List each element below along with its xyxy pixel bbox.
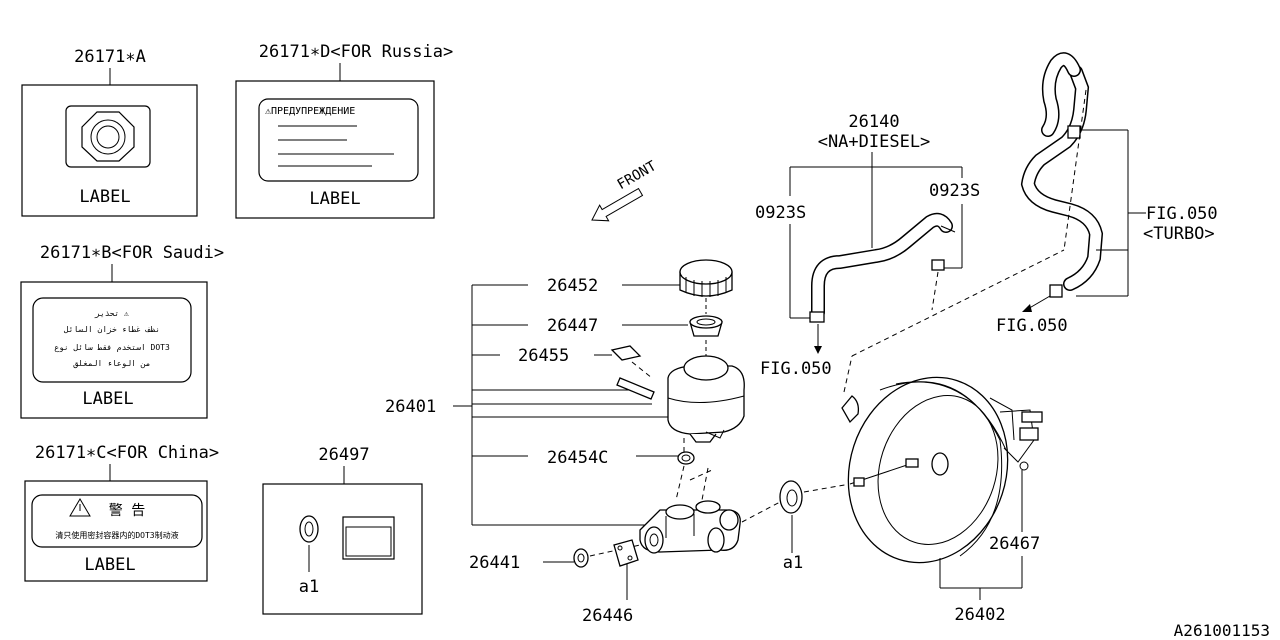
booster-seal-ring[interactable] (779, 480, 803, 514)
cylinder-gasket[interactable] (613, 539, 639, 567)
master-cylinder[interactable] (639, 500, 741, 554)
label-d-part-number: 26171∗D<FOR Russia> (259, 42, 453, 62)
clip-0923s-left[interactable]: 0923S (755, 203, 806, 223)
label-c-small-text: 清只使用密封容器内的DOT3制动液 (55, 530, 178, 540)
part-26441[interactable]: 26441 (469, 553, 520, 573)
front-label: FRONT (615, 158, 660, 193)
fig-050-turbo[interactable]: FIG.050 (1146, 204, 1218, 224)
fig-050-na-diesel[interactable]: FIG.050 (760, 359, 832, 379)
label-b-line-1: تحذير ⚠ (94, 309, 129, 318)
clip-0923s-right[interactable]: 0923S (929, 181, 980, 201)
part-26446[interactable]: 26446 (582, 606, 633, 626)
part-26467[interactable]: 26467 (989, 534, 1040, 554)
fluid-reservoir[interactable] (667, 355, 745, 443)
fluid-container-icon (342, 516, 395, 560)
label-b-line-2: نظف غطاء خزان السائل (64, 325, 160, 334)
label-c-warning: 警 告 (109, 503, 145, 519)
booster-seal-a1: a1 (783, 553, 803, 573)
fig-050-lower[interactable]: FIG.050 (996, 316, 1068, 336)
vacuum-hose-turbo[interactable] (1020, 52, 1104, 298)
label-b-line-3: استخدم فقط سائل نوع DOT3 (54, 343, 170, 352)
reservoir-strainer[interactable] (689, 315, 723, 337)
kit-item-a1: a1 (299, 577, 319, 597)
label-26171c[interactable]: 26171∗C<FOR China> 警 告 清只使用密封容器内的DOT3制动液… (24, 443, 219, 582)
na-diesel-note: <NA+DIESEL> (818, 132, 931, 152)
part-26452[interactable]: 26452 (547, 276, 598, 296)
octagon-icon (81, 111, 135, 162)
label-c-part-number: 26171∗C<FOR China> (35, 443, 219, 463)
label-b-part-number: 26171∗B<FOR Saudi> (40, 243, 224, 263)
label-26171b[interactable]: 26171∗B<FOR Saudi> تحذير ⚠ نظف غطاء خزان… (20, 243, 224, 419)
label-b-line-4: من الوعاء المغلق (72, 359, 150, 368)
front-direction-arrow: FRONT (591, 158, 660, 222)
outlet-plug[interactable] (573, 548, 589, 568)
part-26455[interactable]: 26455 (518, 346, 569, 366)
fluid-level-sensor[interactable] (610, 345, 655, 400)
part-26447[interactable]: 26447 (547, 316, 598, 336)
part-26402[interactable]: 26402 (954, 605, 1005, 625)
seal-ring-icon (299, 515, 319, 543)
diagram-id: A261001153 (1174, 621, 1270, 640)
label-26171a[interactable]: 26171∗A LABEL (21, 47, 198, 217)
warning-triangle-icon (69, 498, 91, 517)
label-a-part-number: 26171∗A (74, 47, 146, 67)
part-26401[interactable]: 26401 (385, 397, 436, 417)
part-26454c[interactable]: 26454C (547, 448, 608, 468)
reservoir-seal[interactable] (677, 451, 695, 465)
label-d-caption: LABEL (309, 189, 360, 209)
label-26171d[interactable]: 26171∗D<FOR Russia> ⚠ПРЕДУПРЕЖДЕНИЕ LABE… (235, 42, 453, 219)
label-a-caption: LABEL (79, 187, 130, 207)
label-c-caption: LABEL (84, 555, 135, 575)
reservoir-cap[interactable] (679, 259, 733, 297)
brake-booster[interactable] (825, 356, 1043, 583)
leader-bracket-26401 (453, 284, 668, 526)
vacuum-hose-na-diesel[interactable] (809, 212, 956, 323)
part-26140[interactable]: 26140 (848, 112, 899, 132)
label-b-caption: LABEL (82, 389, 133, 409)
kit-26497[interactable]: 26497 a1 (262, 445, 423, 615)
label-d-warning: ⚠ПРЕДУПРЕЖДЕНИЕ (265, 106, 355, 117)
kit-part-number: 26497 (318, 445, 369, 465)
turbo-note: <TURBO> (1143, 224, 1215, 244)
